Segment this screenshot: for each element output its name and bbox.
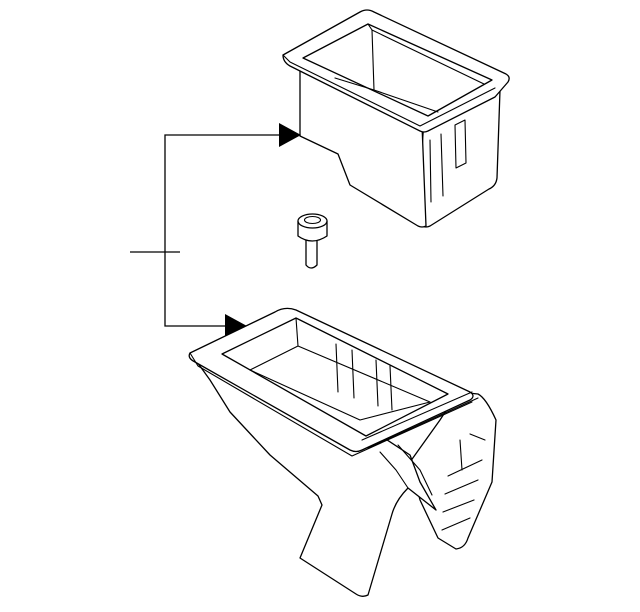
arrow-to-storage-bin — [279, 123, 301, 147]
console-cavity-floor — [249, 369, 431, 421]
storage-bin-rim-edge — [282, 54, 496, 127]
console-vent-lines — [441, 459, 483, 531]
console-divider-rib — [361, 391, 479, 449]
storage-bin-slot — [454, 119, 467, 169]
pin-head-top — [297, 213, 328, 229]
console-front-body — [191, 352, 437, 597]
leader-bracket — [130, 123, 301, 338]
storage-bin-cavity-back — [367, 23, 485, 91]
console-side-panel — [379, 444, 433, 496]
pin-head-ring — [303, 215, 322, 225]
storage-bin-rim-inner — [302, 23, 493, 117]
storage-bin-front-face — [299, 67, 427, 228]
console-rear-housing — [409, 391, 497, 550]
console-cavity-walls — [249, 317, 431, 411]
leader-bracket-line — [164, 134, 280, 327]
storage-bin-part — [282, 9, 510, 228]
storage-bin-side-lines — [429, 133, 444, 203]
storage-bin-cavity-floor — [334, 77, 439, 113]
console-box-part — [188, 307, 497, 597]
arrow-to-console-box — [225, 314, 247, 338]
console-vent-frame — [459, 433, 486, 471]
console-rim-edge — [189, 352, 473, 457]
pin-fastener-part — [297, 213, 328, 269]
